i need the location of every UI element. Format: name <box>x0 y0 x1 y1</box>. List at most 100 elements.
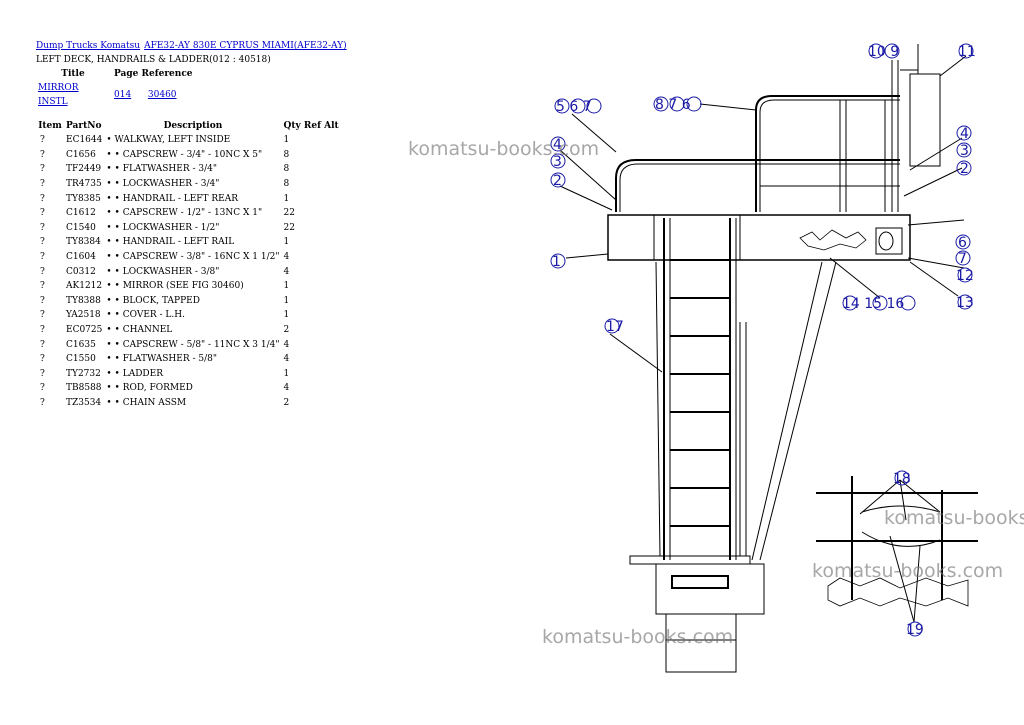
mirror-instl-link[interactable]: MIRROR INSTL <box>38 83 79 107</box>
qty-cell: 1 <box>283 295 290 306</box>
qty-cell: 22 <box>283 208 295 219</box>
page-reference-table: Title Page Reference MIRROR INSTL 014 30… <box>36 67 197 109</box>
partno-cell: TY2732 <box>66 368 101 379</box>
partno-cell: TR4735 <box>66 179 102 190</box>
partno-cell: C1612 <box>66 208 96 219</box>
callout-3a: 3 <box>553 154 562 170</box>
qty-cell: 1 <box>283 281 290 292</box>
callout-10-9: 10 9 <box>868 44 899 60</box>
table-row: ?C1612• • CAPSCREW - 1/2" - 13NC X 1"22 <box>36 206 341 221</box>
description-cell: • WALKWAY, LEFT INSIDE <box>106 135 231 146</box>
parts-table-header: Item PartNo Description Qty Ref Alt <box>36 119 341 133</box>
table-row: ? C0312 • • LOCKWASHER - 3/8" 4 <box>36 264 341 279</box>
ref-header-page-reference: Page Reference <box>114 69 193 79</box>
item-cell: ? <box>40 179 45 190</box>
table-row: ? TF2449 • • FLATWASHER - 3/4" 8 <box>36 162 341 177</box>
item-cell: ? <box>40 310 45 321</box>
callout-circles <box>550 43 974 637</box>
ladder-rungs <box>670 259 730 527</box>
breadcrumb-link-model[interactable]: AFE32-AY 830E CYPRUS MIAMI(AFE32-AY) <box>144 41 347 51</box>
description-cell: • • CAPSCREW - 3/8" - 16NC X 1 1/2" <box>106 252 280 263</box>
partno-cell: TB8588 <box>66 383 102 394</box>
partno-cell: TY8385 <box>66 193 101 204</box>
table-row: ?TR4735• • LOCKWASHER - 3/4"8 <box>36 177 341 192</box>
partno-cell: TY8384 <box>66 237 101 248</box>
qty-cell: 1 <box>283 310 290 321</box>
item-cell: ? <box>40 281 45 292</box>
qty-cell: 4 <box>283 252 290 263</box>
item-cell: ? <box>40 164 45 175</box>
item-cell: ? <box>40 252 45 263</box>
qty-cell: 8 <box>283 164 290 175</box>
parts-diagram: 1 2 3 4 5 6 7 8 7 6 10 9 11 4 3 2 6 7 12… <box>550 43 978 673</box>
ref-title-cell: MIRROR INSTL <box>36 81 112 109</box>
item-cell: ? <box>40 368 45 379</box>
partno-cell: TY8388 <box>66 295 101 306</box>
description-cell: • • CAPSCREW - 3/4" - 10NC X 5" <box>106 149 263 160</box>
table-row: ? C1604 • • CAPSCREW - 3/8" - 16NC X 1 1/2… <box>36 250 341 265</box>
qty-cell: 1 <box>283 237 290 248</box>
col-alt: Alt <box>324 121 339 131</box>
callout-1: 1 <box>552 254 561 270</box>
callout-7: 7 <box>958 251 967 267</box>
item-cell: ? <box>40 383 45 394</box>
description-cell: • • FLATWASHER - 3/4" <box>106 164 217 175</box>
partno-cell: C0312 <box>66 266 96 277</box>
col-item: Item <box>38 121 62 131</box>
partno-cell: TF2449 <box>66 164 102 175</box>
partno-cell: EC0725 <box>66 325 103 336</box>
qty-cell: 4 <box>283 266 290 277</box>
partno-cell: EC1644 <box>66 135 103 146</box>
qty-cell: 1 <box>283 135 290 146</box>
table-row: ?AK1212• • MIRROR (SEE FIG 30460)1 <box>36 279 341 294</box>
callout-17: 17 <box>606 319 624 335</box>
page-subtitle: LEFT DECK, HANDRAILS & LADDER(012 : 4051… <box>36 55 271 65</box>
table-row: ?C1540• • LOCKWASHER - 1/2"22 <box>36 221 341 236</box>
callout-2a: 2 <box>553 173 562 189</box>
qty-cell: 4 <box>283 354 290 365</box>
callout-4b: 4 <box>960 126 969 142</box>
watermark-2: komatsu-books.com <box>884 507 1024 529</box>
parts-table: Item PartNo Description Qty Ref Alt ? EC1… <box>36 119 341 410</box>
description-cell: • • ROD, FORMED <box>106 383 193 394</box>
item-cell: ? <box>40 193 45 204</box>
partno-cell: AK1212 <box>66 281 103 292</box>
item-cell: ? <box>40 295 45 306</box>
callout-2b: 2 <box>960 161 969 177</box>
partno-cell: C1540 <box>66 222 96 233</box>
description-cell: • • CAPSCREW - 5/8" - 11NC X 3 1/4" <box>106 339 280 350</box>
qty-cell: 4 <box>283 383 290 394</box>
partno-cell: C1604 <box>66 252 96 263</box>
partno-cell: C1550 <box>66 354 96 365</box>
ref-link-30460[interactable]: 30460 <box>147 90 177 100</box>
breadcrumb-link-dump-trucks[interactable]: Dump Trucks Komatsu <box>36 41 141 51</box>
item-cell: ? <box>40 339 45 350</box>
qty-cell: 8 <box>283 149 290 160</box>
col-partno: PartNo <box>66 121 102 131</box>
description-cell: • • COVER - L.H. <box>106 310 185 321</box>
description-cell: • • CHANNEL <box>106 325 173 336</box>
description-cell: • • LOCKWASHER - 3/8" <box>106 266 220 277</box>
item-cell: ? <box>40 397 45 408</box>
ref-link-014[interactable]: 014 <box>114 90 132 100</box>
description-cell: • • CHAIN ASSM <box>106 397 187 408</box>
qty-cell: 1 <box>283 368 290 379</box>
item-cell: ? <box>40 222 45 233</box>
item-cell: ? <box>40 266 45 277</box>
ref-page-cell-1: 014 <box>112 81 146 109</box>
table-row: ?C1656• • CAPSCREW - 3/4" - 10NC X 5"8 <box>36 148 341 163</box>
callout-labels: 1 2 3 4 5 6 7 8 7 6 10 9 11 4 3 2 6 7 12… <box>552 44 976 638</box>
table-row: ?YA2518• • COVER - L.H.1 <box>36 308 341 323</box>
table-row: ?C1635• • CAPSCREW - 5/8" - 11NC X 3 1/4… <box>36 337 341 352</box>
qty-cell: 1 <box>283 193 290 204</box>
item-cell: ? <box>40 208 45 219</box>
partno-cell: TZ3534 <box>66 397 102 408</box>
item-cell: ? <box>40 237 45 248</box>
item-cell: ? <box>40 354 45 365</box>
diagram-lines <box>559 44 978 673</box>
